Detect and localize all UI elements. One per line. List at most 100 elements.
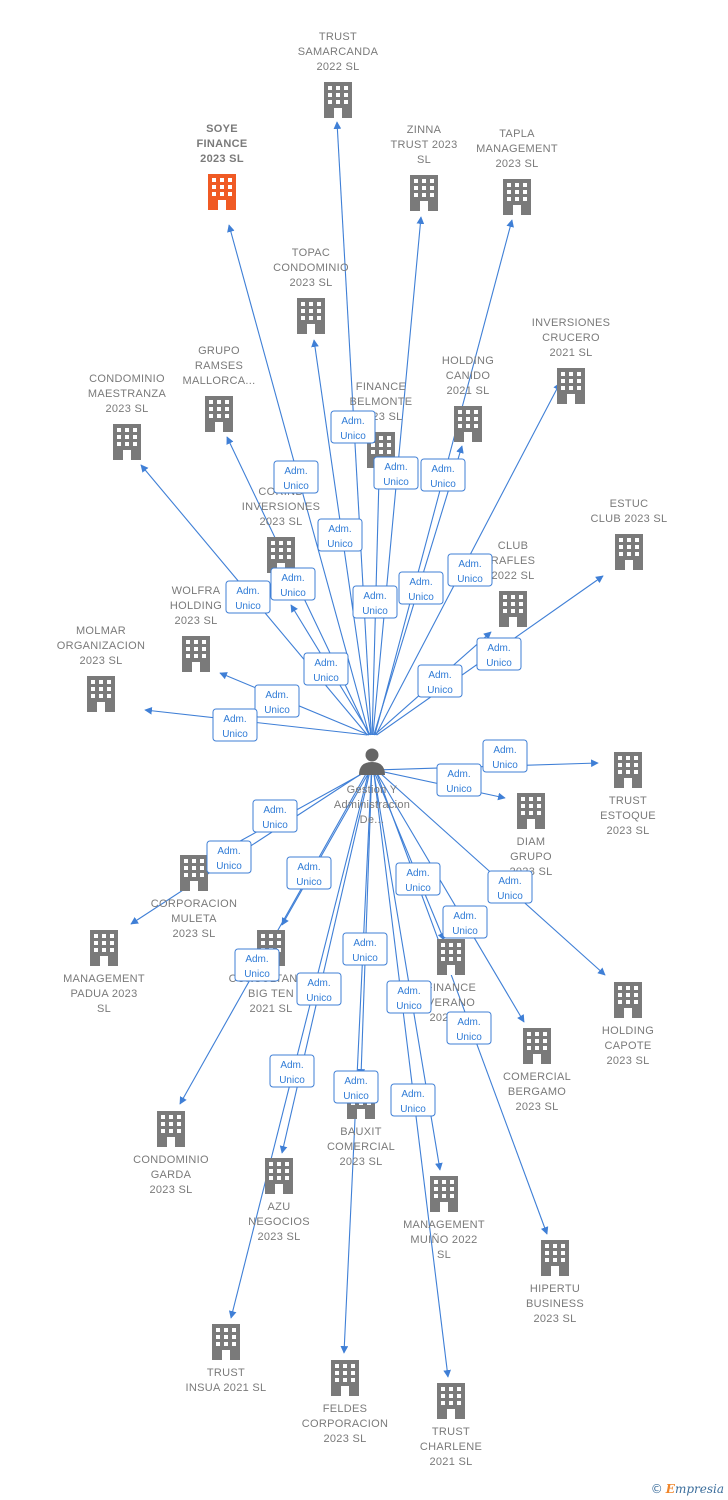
node-label-line: MALLORCA... <box>183 375 256 387</box>
edge-label-text: Adm. <box>284 466 307 477</box>
node-label-line: TRUST <box>319 31 357 43</box>
edge-label-corind-inversiones[interactable]: Adm.Unico <box>303 652 349 686</box>
edge-label-molmar-organizacion[interactable]: Adm.Unico <box>212 708 258 742</box>
node-label-line: CORPORACION <box>151 898 237 910</box>
edge-label-diam-grupo[interactable]: Adm.Unico <box>436 763 482 797</box>
edge-label-text: Unico <box>222 729 248 740</box>
building-icon <box>615 534 643 570</box>
edge-label-corporacion-muleta[interactable]: Adm.Unico <box>252 799 298 833</box>
edge-label-feldes-corporacion[interactable]: Adm.Unico <box>333 1070 379 1104</box>
edge-label-club-rafles[interactable]: Adm.Unico <box>417 664 463 698</box>
edge-label-hipertu-business[interactable]: Adm.Unico <box>446 1011 492 1045</box>
edge-label-text: Adm. <box>397 986 420 997</box>
edge-label-bauxit-comercial[interactable]: Adm.Unico <box>342 932 388 966</box>
node-label-line: MANAGEMENT <box>476 143 558 155</box>
node-label-line: GRUPO <box>510 851 552 863</box>
edge-label-box <box>395 862 441 896</box>
node-label-line: 2023 SL <box>149 1184 192 1196</box>
node-label-line: BELMONTE <box>350 396 413 408</box>
edge-label-text: Adm. <box>328 524 351 535</box>
edge-label-finance-verano[interactable]: Adm.Unico <box>395 862 441 896</box>
edge-label-box <box>206 840 252 874</box>
edge-label-soye-finance[interactable]: Adm. Unico <box>273 460 319 494</box>
edge-label-trust-charlene[interactable]: Adm.Unico <box>390 1083 436 1117</box>
edge-label-text: Unico <box>457 574 483 585</box>
edge-label-text: Adm. <box>236 586 259 597</box>
node-diam-grupo[interactable]: DIAMGRUPO2023 SL <box>509 793 552 878</box>
building-icon <box>297 298 325 334</box>
edge-label-management-padua[interactable]: Adm.Unico <box>206 840 252 874</box>
edge-label-comercial-bergamo[interactable]: Adm.Unico <box>442 905 488 939</box>
edge-label-wolfra-holding[interactable]: Adm.Unico <box>254 684 300 718</box>
person-icon <box>359 748 385 775</box>
edge-label-holding-capote[interactable]: Adm.Unico <box>487 870 533 904</box>
node-label-line: CRUCERO <box>542 332 600 344</box>
edge-label-azu-negocios[interactable]: Adm.Unico <box>296 972 342 1006</box>
edge-label-consultancy-big-ten[interactable]: Adm.Unico <box>286 856 332 890</box>
node-label-line: FINANCE <box>426 982 476 994</box>
edge-label-text: Unico <box>283 481 309 492</box>
node-grupo-ramses[interactable]: GRUPORAMSESMALLORCA... <box>183 345 256 432</box>
center-label-line-2: Administracion <box>334 799 410 811</box>
node-label-line: 2023 SL <box>533 1313 576 1325</box>
node-label-line: MOLMAR <box>76 625 126 637</box>
edge-label-condominio-garda[interactable]: Adm.Unico <box>234 948 280 982</box>
edge-label-text: Unico <box>486 658 512 669</box>
node-label-line: 2023 SL <box>200 153 244 165</box>
center-node[interactable]: Gestion Y Administracion De... <box>334 748 410 827</box>
edge-label-text: Adm. <box>409 577 432 588</box>
node-corind-inversiones[interactable]: CORINDINVERSIONES2023 SL <box>242 486 321 573</box>
empresia-credit[interactable]: ©Empresia <box>651 1482 724 1496</box>
edge-label-box <box>225 580 271 614</box>
node-label-line: FELDES <box>323 1403 368 1415</box>
edge-label-condominio-maestranza[interactable]: Adm.Unico <box>225 580 271 614</box>
building-icon <box>517 793 545 829</box>
edge-label-finance-belmonte[interactable]: Adm.Unico <box>352 585 398 619</box>
edge-label-estuc-club[interactable]: Adm.Unico <box>476 637 522 671</box>
node-label-line: CANIDO <box>446 370 491 382</box>
edge-label-box <box>254 684 300 718</box>
edge-label-zinna-trust[interactable]: Adm.Unico <box>373 456 419 490</box>
edge-label-trust-insua[interactable]: Adm.Unico <box>269 1054 315 1088</box>
edge-label-trust-samarcanda[interactable]: Adm.Unico <box>330 410 376 444</box>
edge-label-box <box>333 1070 379 1104</box>
building-icon <box>113 424 141 460</box>
node-label-line: HOLDING <box>442 355 494 367</box>
edge-label-grupo-ramses[interactable]: Adm.Unico <box>270 567 316 601</box>
edge-label-trust-estoque[interactable]: Adm.Unico <box>482 739 528 773</box>
edge-label-inversiones-crucero[interactable]: Adm. Unico <box>447 553 493 587</box>
edge-label-holding-canido[interactable]: Adm.Unico <box>398 571 444 605</box>
edge-label-topac-condominio[interactable]: Adm.Unico <box>317 518 363 552</box>
edge-label-text: Adm. <box>458 559 481 570</box>
node-label-line: 2023 SL <box>339 1156 382 1168</box>
edge-label-management-muino[interactable]: Adm.Unico <box>386 980 432 1014</box>
edge-label-tapla-management[interactable]: Adm.Unico <box>420 458 466 492</box>
